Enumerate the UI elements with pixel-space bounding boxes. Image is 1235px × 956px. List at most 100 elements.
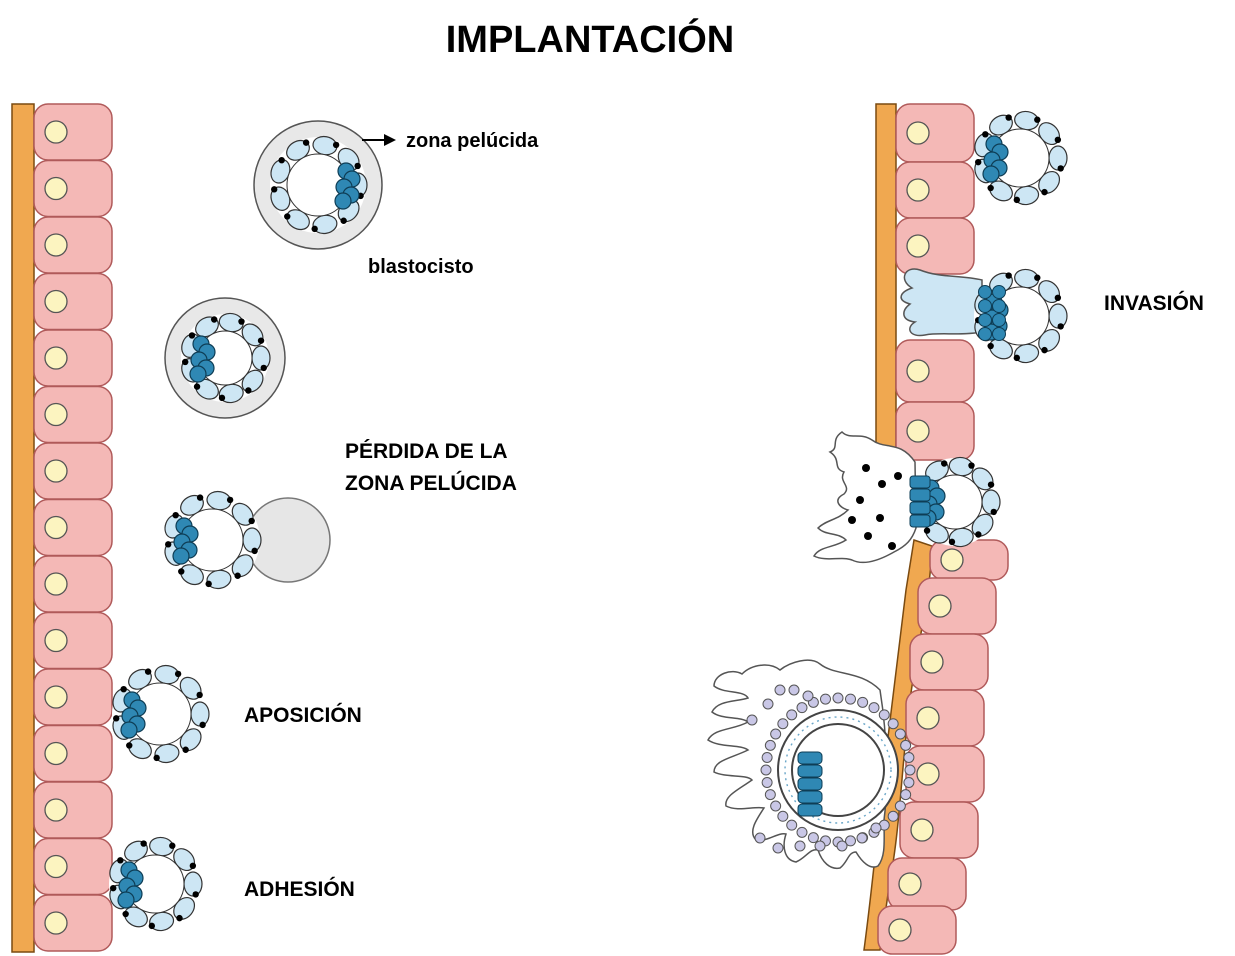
cell-nucleus: [911, 819, 933, 841]
cell-nucleus: [929, 595, 951, 617]
blastocyst-apposition: [110, 664, 209, 765]
trophoblast-nucleus: [199, 722, 205, 728]
trophoblast-nucleus: [110, 885, 116, 891]
syncytio-dot: [765, 740, 775, 750]
trophoblast-cell: [243, 528, 261, 552]
syncytio-dot: [905, 765, 915, 775]
syncytio-dot: [761, 765, 771, 775]
syncytio-nucleus: [888, 542, 896, 550]
blastocyst-hatching: [165, 298, 285, 418]
epithelial-cell: [918, 578, 996, 634]
trophoblast-nucleus: [169, 843, 175, 849]
epithelial-cell: [896, 340, 974, 402]
inner-cell-mass-large: [798, 752, 822, 816]
cell-nucleus: [45, 347, 67, 369]
epithelial-cell: [34, 330, 112, 386]
invasion-stage-four: [708, 660, 915, 868]
trophoblast-nucleus: [271, 186, 277, 192]
syncytio-dot: [763, 699, 773, 709]
syncytio-dot: [904, 778, 914, 788]
trophoblast-nucleus: [987, 185, 993, 191]
cell-nucleus: [45, 630, 67, 652]
inner-cell-mass-cell: [910, 515, 930, 527]
inner-cell-mass-cell: [798, 804, 822, 816]
trophoblast-nucleus: [340, 218, 346, 224]
trophoblast-nucleus: [261, 365, 267, 371]
cell-nucleus: [45, 517, 67, 539]
trophoblast-nucleus: [988, 481, 994, 487]
inner-cell-mass-cell: [979, 314, 992, 327]
trophoblast-nucleus: [251, 548, 257, 554]
label-adhesion: ADHESIÓN: [244, 877, 355, 901]
syncytio-dot: [858, 697, 868, 707]
syncytio-dot: [762, 752, 772, 762]
epithelial-cell: [34, 217, 112, 273]
syncytio-dot: [771, 801, 781, 811]
trophoblast-nucleus: [975, 531, 981, 537]
left-endometrium: [12, 104, 112, 952]
trophoblast-nucleus: [1034, 275, 1040, 281]
trophoblast-nucleus: [311, 226, 317, 232]
trophoblast-nucleus: [968, 462, 974, 468]
inner-cell-mass-cell: [910, 489, 930, 501]
epithelial-cell: [896, 218, 974, 274]
syncytio-dot: [765, 790, 775, 800]
trophoblast-nucleus: [211, 316, 217, 322]
trophoblast-nucleus: [1041, 189, 1047, 195]
trophoblast-nucleus: [284, 213, 290, 219]
cell-nucleus: [907, 235, 929, 257]
trophoblast-nucleus: [197, 494, 203, 500]
trophoblast-nucleus: [1014, 355, 1020, 361]
cell-nucleus: [45, 178, 67, 200]
trophoblast-nucleus: [192, 891, 198, 897]
trophoblast-nucleus: [1055, 295, 1061, 301]
trophoblast-cell: [184, 872, 202, 896]
inner-cell-mass-cell: [798, 791, 822, 803]
inner-cell-mass-cell: [173, 548, 189, 564]
trophoblast-nucleus: [234, 573, 240, 579]
blastocyst-zona-loss: [162, 490, 330, 591]
trophoblast-nucleus: [145, 668, 151, 674]
syncytio-dot: [755, 833, 765, 843]
trophoblast-nucleus: [172, 512, 178, 518]
epithelial-cell: [906, 746, 984, 802]
trophoblast-nucleus: [941, 460, 947, 466]
trophoblast-nucleus: [219, 395, 225, 401]
epithelial-cell: [34, 500, 112, 556]
inner-cell-mass-cell: [979, 286, 992, 299]
left-epithelial-cells: [34, 104, 112, 951]
label-perdida-line2: ZONA PELÚCIDA: [345, 471, 517, 495]
syncytio-dot: [895, 729, 905, 739]
syncytio-dot: [879, 710, 889, 720]
epithelial-cell: [34, 556, 112, 612]
epithelial-cell: [900, 802, 978, 858]
cell-nucleus: [45, 856, 67, 878]
trophoblast-nucleus: [194, 383, 200, 389]
syncytio-nucleus: [862, 464, 870, 472]
label-aposicion: APOSICIÓN: [244, 703, 362, 727]
inner-cell-mass-cell: [993, 286, 1006, 299]
cell-nucleus: [45, 460, 67, 482]
trophoblast-nucleus: [227, 497, 233, 503]
trophoblast-nucleus: [190, 863, 196, 869]
syncytio-dot: [775, 685, 785, 695]
cell-nucleus: [45, 573, 67, 595]
epithelial-cell: [896, 402, 974, 460]
cell-nucleus: [921, 651, 943, 673]
epithelial-cell: [34, 839, 112, 895]
trophoblast-nucleus: [1057, 165, 1063, 171]
diagram-title: IMPLANTACIÓN: [446, 17, 735, 61]
syncytio-dot: [797, 827, 807, 837]
epithelial-cell: [34, 387, 112, 443]
trophoblast-nucleus: [949, 539, 955, 545]
blastocyst-adhesion: [107, 836, 202, 933]
epithelial-cell: [896, 104, 974, 162]
inner-cell-mass-cell: [798, 778, 822, 790]
inner-cell-mass-cell: [993, 328, 1006, 341]
trophoblast-cell: [1049, 304, 1067, 328]
invading-blastocyst-top: [972, 110, 1067, 207]
trophoblast-nucleus: [258, 337, 264, 343]
inner-cell-mass-cell: [910, 476, 930, 488]
cell-nucleus: [45, 404, 67, 426]
syncytio-dot: [888, 811, 898, 821]
